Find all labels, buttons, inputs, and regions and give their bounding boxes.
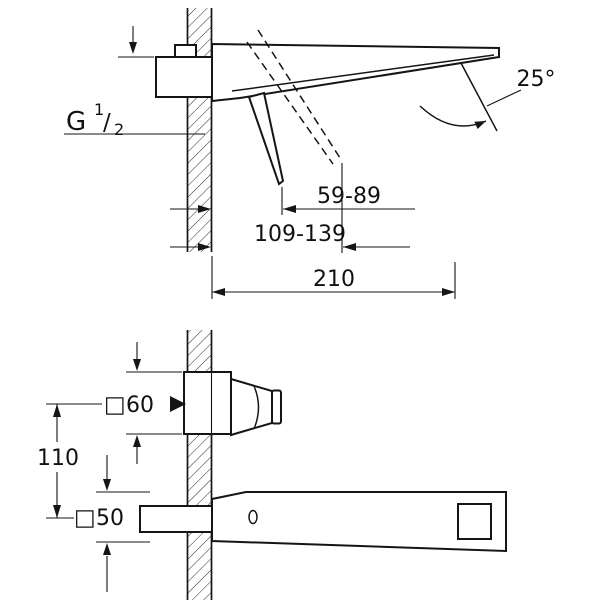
spout-body: [211, 491, 507, 553]
handle-cone-cap: [271, 389, 282, 425]
square-symbol-icon: □: [74, 505, 96, 531]
side-view: 25° G 1 / 2 59-89 109-139 210: [64, 8, 556, 299]
angle-arrowhead-icon: [474, 121, 486, 129]
dim-110-up-arrowhead-icon: [53, 404, 61, 417]
spout-supply-body: [139, 505, 213, 533]
dim-50-label: 50: [96, 506, 124, 531]
water-stream-line: [460, 62, 498, 132]
dim-109-139-label: 109-139: [254, 222, 346, 247]
dim-59-89-label: 59-89: [317, 184, 381, 209]
handle-cone-curve: [253, 385, 260, 430]
handle-escutcheon: [183, 371, 232, 435]
dim-210-label: 210: [313, 267, 355, 292]
dim-60-label: 60: [126, 393, 154, 418]
spout-marking: [248, 509, 258, 525]
handle-pointer-icon: [170, 396, 186, 412]
depth-arrowhead-icon: [129, 42, 137, 54]
wall-hatch-bottom: [187, 330, 212, 600]
dim-59-89-left-arrowhead-icon: [198, 205, 211, 213]
dim-59-89-right-arrowhead-icon: [283, 205, 296, 213]
spout-profile: [211, 42, 500, 103]
dim-60-bottom-arrowhead-icon: [133, 435, 141, 447]
thread-label: G 1 / 2: [66, 100, 124, 139]
dim-60-top-arrowhead-icon: [133, 359, 141, 371]
handle-cone: [230, 377, 273, 437]
dim-110-down-arrowhead-icon: [53, 505, 61, 518]
handle-lever: [247, 91, 285, 186]
dim-109-139-right-arrowhead-icon: [343, 243, 356, 251]
square-symbol-icon: □: [104, 392, 126, 418]
dim-210-right-arrowhead-icon: [442, 288, 455, 296]
handle-open-position-line: [246, 41, 334, 165]
dim-50-bottom-arrowhead-icon: [103, 543, 111, 555]
spout-inner-edge: [231, 54, 495, 92]
dim-110-label: 110: [37, 446, 79, 471]
concealed-body-step: [174, 44, 197, 58]
dim-50-top-arrowhead-icon: [103, 479, 111, 491]
dim-109-139-left-arrowhead-icon: [198, 243, 211, 251]
aerator-window: [457, 503, 492, 540]
concealed-body: [155, 56, 213, 98]
dim-210-left-arrowhead-icon: [212, 288, 225, 296]
angle-leader-line: [486, 89, 522, 107]
front-view: □ 60 110 □ 50: [37, 330, 507, 600]
spray-angle-label: 25°: [517, 67, 556, 92]
